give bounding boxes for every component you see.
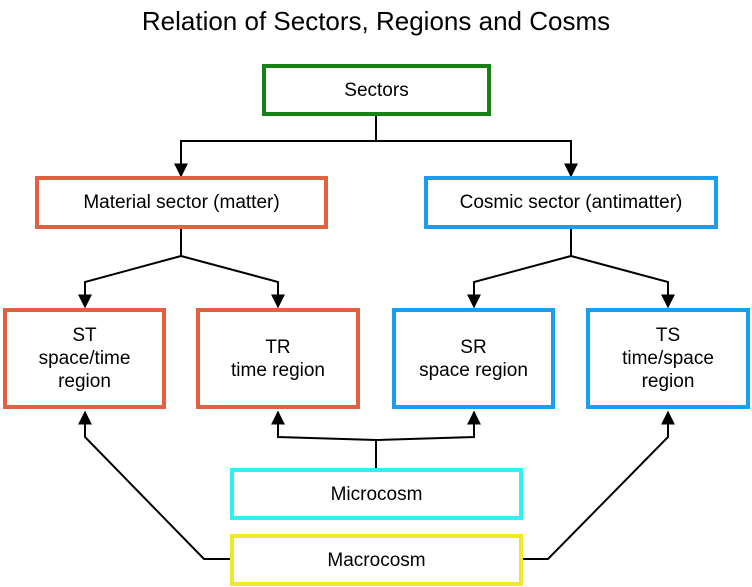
- st-region-name: space/time: [38, 348, 131, 369]
- st-region-suffix: region: [58, 371, 111, 392]
- edge-sectors-to-cosmic: [376, 140, 578, 178]
- material-sector-label: Material sector (matter): [83, 192, 280, 213]
- sectors-label: Sectors: [344, 79, 409, 101]
- tr-region-name: time region: [231, 359, 325, 381]
- st-region-abbrev: ST: [72, 325, 97, 346]
- edge-cosmic-to-sr: [467, 255, 572, 309]
- microcosm-node: Microcosm: [230, 468, 523, 520]
- sr-region-node: SR space region: [392, 308, 555, 409]
- ts-region-node: TS time/space region: [586, 308, 750, 409]
- ts-region-abbrev: TS: [655, 325, 681, 346]
- ts-region-name: time/space: [622, 348, 714, 369]
- material-sector-node: Material sector (matter): [35, 176, 328, 229]
- macrocosm-node: Macrocosm: [230, 534, 523, 586]
- edge-macrocosm-to-ts: [522, 410, 675, 560]
- diagram-title: Relation of Sectors, Regions and Cosms: [141, 6, 611, 36]
- sr-region-abbrev: SR: [460, 336, 487, 358]
- ts-region-suffix: region: [641, 371, 695, 392]
- tr-region-abbrev: TR: [265, 336, 291, 358]
- st-region-node: ST space/time region: [3, 308, 166, 409]
- microcosm-label: Microcosm: [330, 483, 423, 505]
- macrocosm-label: Macrocosm: [327, 549, 426, 571]
- cosmic-sector-node: Cosmic sector (antimatter): [424, 176, 718, 229]
- sr-region-name: space region: [419, 359, 528, 381]
- edge-cosmic-to-ts: [570, 255, 675, 309]
- edge-sectors-to-material: [174, 116, 377, 178]
- cosmic-sector-label: Cosmic sector (antimatter): [459, 192, 683, 213]
- edge-microcosm-to-tr: [271, 410, 377, 441]
- edge-microcosm-to-sr: [375, 410, 481, 441]
- edge-macrocosm-to-st: [78, 410, 230, 560]
- edge-material-to-tr: [180, 255, 285, 309]
- sectors-node: Sectors: [262, 64, 491, 116]
- tr-region-node: TR time region: [196, 308, 360, 409]
- edge-material-to-st: [78, 255, 182, 309]
